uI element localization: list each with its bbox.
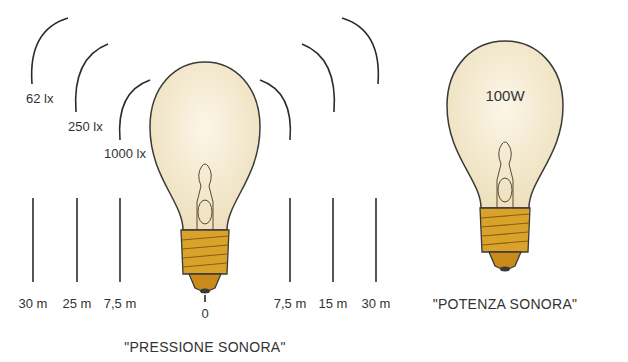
illuminance-label: 250 lx <box>68 120 103 133</box>
distance-label: 30 m <box>19 297 48 310</box>
distance-label: 7,5 m <box>104 297 137 310</box>
caption-label: "PRESSIONE SONORA" <box>124 340 286 354</box>
distance-label: 0 <box>201 307 208 320</box>
light-bulb <box>150 62 260 294</box>
bulb-node: 100W <box>445 40 565 280</box>
distance-label: 30 m <box>362 297 391 310</box>
distance-label: 7,5 m <box>274 297 307 310</box>
distance-label: 25 m <box>63 297 92 310</box>
illuminance-label: 1000 lx <box>104 147 146 160</box>
light-bulb <box>445 40 565 280</box>
caption-label: "POTENZA SONORA" <box>433 297 578 311</box>
power-label: 100W <box>485 88 524 103</box>
illuminance-label: 62 lx <box>26 92 53 105</box>
distance-label: 15 m <box>319 297 348 310</box>
